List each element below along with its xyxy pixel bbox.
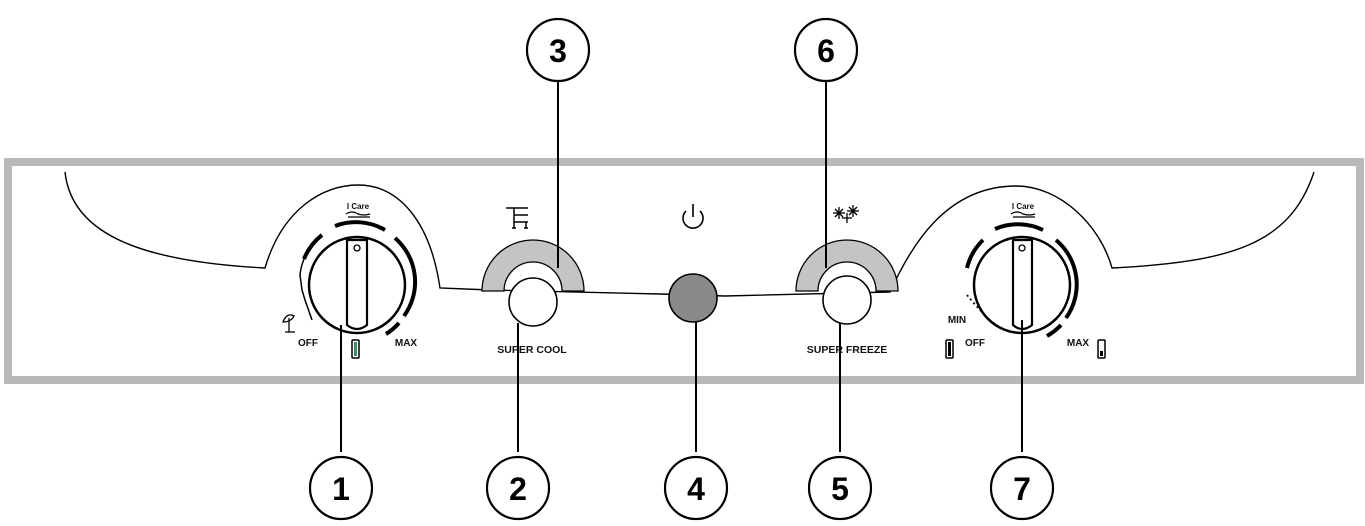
svg-text:1: 1 xyxy=(332,471,350,507)
svg-text:6: 6 xyxy=(817,33,835,69)
dial-scale-ring xyxy=(994,222,1044,232)
svg-text:7: 7 xyxy=(1013,471,1031,507)
dial-max-label: MAX xyxy=(395,338,418,349)
cart-icon xyxy=(506,207,528,229)
dial-indicator-fill xyxy=(354,342,357,356)
callout-2: 2 xyxy=(485,455,551,521)
freezer-temperature-dial[interactable]: I Care MIN OFF MAX xyxy=(945,202,1106,359)
fridge-temperature-dial[interactable]: I Care OFF MAX xyxy=(282,202,418,359)
dial-icare-label: I Care xyxy=(347,202,370,211)
max-indicator-icon xyxy=(1097,339,1106,359)
super-freeze-control[interactable]: SUPER FREEZE xyxy=(795,205,899,356)
callout-4: 4 xyxy=(663,455,729,521)
dial-scale-ring xyxy=(393,236,418,318)
dial-scale-ring xyxy=(965,238,985,269)
callout-leader-lines xyxy=(340,76,1023,452)
super-freeze-label: SUPER FREEZE xyxy=(807,344,888,356)
super-freeze-button[interactable] xyxy=(822,275,872,325)
svg-text:3: 3 xyxy=(549,33,567,69)
callout-7: 7 xyxy=(989,455,1055,521)
super-cool-button[interactable] xyxy=(508,277,558,327)
dial-grip[interactable] xyxy=(345,238,369,331)
max-indicator-fill xyxy=(1100,351,1103,356)
super-cool-control[interactable]: SUPER COOL xyxy=(481,207,585,356)
svg-text:4: 4 xyxy=(687,471,705,507)
svg-text:2: 2 xyxy=(509,471,527,507)
snowflake-icon xyxy=(833,205,859,223)
icare-hand-icon xyxy=(1010,211,1036,218)
off-indicator-fill xyxy=(948,342,951,356)
dial-min-label: MIN xyxy=(948,315,966,326)
power-icon xyxy=(682,204,704,229)
icare-hand-icon xyxy=(345,211,371,218)
power-control[interactable] xyxy=(668,204,718,323)
dial-scale-ring xyxy=(1045,323,1063,338)
dial-scale-ring xyxy=(384,321,401,336)
callout-5: 5 xyxy=(807,455,873,521)
dial-scale-ring xyxy=(302,233,324,260)
callout-3: 3 xyxy=(525,17,591,83)
dial-scale-ring xyxy=(334,220,387,232)
dial-pointer-dot xyxy=(353,244,361,252)
dial-scale-ring xyxy=(1054,238,1079,320)
svg-text:5: 5 xyxy=(831,471,849,507)
umbrella-icon xyxy=(282,314,295,333)
dial-off-label: OFF xyxy=(965,338,985,349)
power-button[interactable] xyxy=(668,273,718,323)
dial-grip[interactable] xyxy=(1011,238,1034,331)
control-panel-frame xyxy=(4,158,1364,384)
callout-1: 1 xyxy=(308,455,374,521)
super-freeze-lamp-arc xyxy=(795,239,899,292)
callout-6: 6 xyxy=(793,17,859,83)
dial-max-label: MAX xyxy=(1067,338,1090,349)
dial-pointer-dot xyxy=(1018,244,1026,252)
dial-off-label: OFF xyxy=(298,338,318,349)
super-cool-label: SUPER COOL xyxy=(497,344,567,356)
panel-outline xyxy=(64,171,1315,297)
dial-scale-ring xyxy=(299,258,313,321)
dial-icare-label: I Care xyxy=(1012,202,1035,211)
